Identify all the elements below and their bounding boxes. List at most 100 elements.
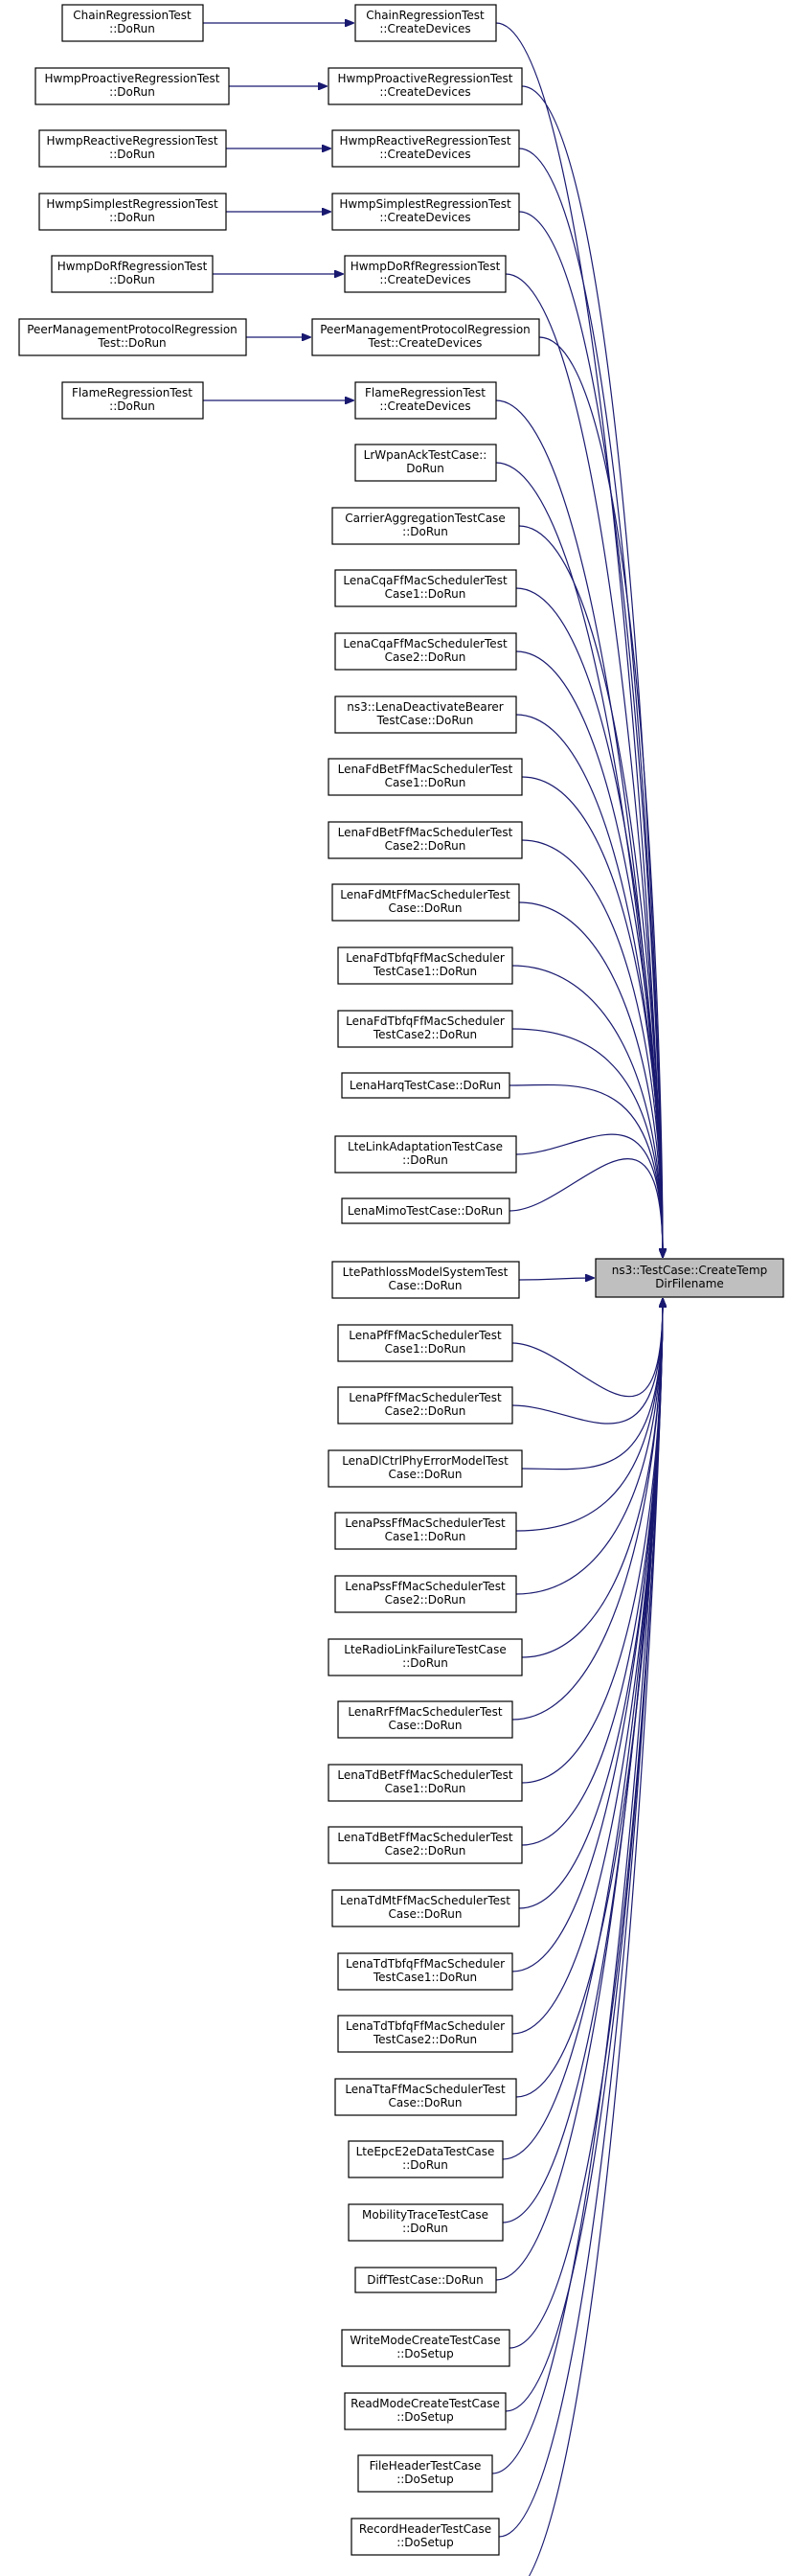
node-flame-dorun[interactable]: FlameRegressionTest::DoRun — [61, 381, 204, 420]
node-box — [357, 2454, 493, 2493]
node-label: WriteModeCreateTestCase — [350, 2334, 500, 2347]
node-box — [334, 1512, 517, 1550]
edge-tdbet1-to-target — [521, 1299, 663, 1784]
node-box — [337, 946, 513, 985]
node-box — [337, 1952, 513, 1991]
node-chain-dorun[interactable]: ChainRegressionTest::DoRun — [61, 4, 204, 42]
node-label: LenaPfFfMacSchedulerTest — [349, 1329, 502, 1342]
node-hwmp-dorf-createdevices[interactable]: HwmpDoRfRegressionTest::CreateDevices — [344, 255, 507, 293]
node-box — [328, 821, 523, 859]
node-flame-createdevices[interactable]: FlameRegressionTest::CreateDevices — [354, 381, 497, 420]
node-box — [38, 129, 227, 168]
edge-hwmp-simplest-createdevices-to-target — [518, 211, 663, 1257]
node-label: ::CreateDevices — [379, 85, 470, 99]
node-recordheader[interactable]: RecordHeaderTestCase::DoSetup — [351, 2518, 500, 2556]
node-label: LenaDlCtrlPhyErrorModelTest — [342, 1454, 509, 1468]
node-hwmp-proactive-dorun[interactable]: HwmpProactiveRegressionTest::DoRun — [34, 67, 230, 105]
node-peer-dorun[interactable]: PeerManagementProtocolRegressionTest::Do… — [18, 318, 247, 356]
node-writemode[interactable]: WriteModeCreateTestCase::DoSetup — [341, 2329, 510, 2367]
edge-pss1-to-target — [515, 1299, 663, 1532]
node-hwmp-simplest-createdevices[interactable]: HwmpSimplestRegressionTest::CreateDevice… — [331, 193, 520, 231]
node-label: ns3::LenaDeactivateBearer — [347, 700, 504, 714]
node-hwmp-reactive-createdevices[interactable]: HwmpReactiveRegressionTest::CreateDevice… — [331, 129, 520, 168]
node-hwmp-simplest-dorun[interactable]: HwmpSimplestRegressionTest::DoRun — [38, 193, 227, 231]
node-label: TestCase2::DoRun — [373, 2033, 477, 2046]
node-label: HwmpProactiveRegressionTest — [338, 72, 513, 85]
node-box — [348, 2203, 504, 2242]
node-mimo[interactable]: LenaMimoTestCase::DoRun — [341, 1197, 510, 1224]
node-box — [331, 193, 520, 231]
node-box — [334, 1575, 517, 1613]
node-label: LenaPssFfMacSchedulerTest — [345, 1516, 506, 1530]
node-label: Test::DoRun — [97, 336, 166, 350]
node-harq[interactable]: LenaHarqTestCase::DoRun — [341, 1072, 510, 1099]
node-label: ::DoSetup — [396, 2347, 454, 2360]
node-box — [337, 1010, 513, 1048]
node-label: ReadModeCreateTestCase — [351, 2397, 500, 2410]
node-label: LenaFdMtFfMacSchedulerTest — [340, 888, 510, 901]
node-box — [344, 255, 507, 293]
edge-chain-createdevices-to-target — [495, 22, 663, 1257]
edge-fdtbfq1-to-target — [511, 965, 663, 1257]
node-label: Case2::DoRun — [385, 650, 466, 664]
node-label: LenaFdTbfqFfMacScheduler — [346, 951, 505, 965]
node-hwmp-proactive-createdevices[interactable]: HwmpProactiveRegressionTest::CreateDevic… — [328, 67, 523, 105]
node-box — [61, 4, 204, 42]
node-label: LenaRrFfMacSchedulerTest — [348, 1705, 503, 1719]
edge-pf2-to-target — [511, 1299, 663, 1425]
node-rlf[interactable]: LteRadioLinkFailureTestCase::DoRun — [328, 1638, 523, 1676]
node-label: Case1::DoRun — [385, 1342, 466, 1356]
node-fileheader[interactable]: FileHeaderTestCase::DoSetup — [357, 2454, 493, 2493]
node-label: LenaTdTbfqFfMacScheduler — [346, 1957, 505, 1971]
node-chain-createdevices[interactable]: ChainRegressionTest::CreateDevices — [354, 4, 497, 42]
edge-hwmp-proactive-createdevices-to-target — [521, 85, 663, 1257]
node-box — [328, 1638, 523, 1676]
node-label: FileHeaderTestCase — [370, 2459, 482, 2473]
node-diff[interactable]: DiffTestCase::DoRun — [354, 2267, 497, 2293]
node-carrier[interactable]: CarrierAggregationTestCase::DoRun — [331, 507, 520, 545]
node-label: ::DoRun — [109, 273, 155, 286]
node-label: ns3::TestCase::CreateTemp — [612, 1264, 768, 1277]
node-lrwpan[interactable]: LrWpanAckTestCase::DoRun — [354, 444, 497, 482]
node-epce2e[interactable]: LteEpcE2eDataTestCase::DoRun — [348, 2140, 504, 2178]
node-box — [328, 67, 523, 105]
node-peer-createdevices[interactable]: PeerManagementProtocolRegressionTest::Cr… — [311, 318, 540, 356]
node-label: ::DoRun — [402, 1656, 448, 1670]
node-label: LenaTdBetFfMacSchedulerTest — [337, 1831, 513, 1844]
node-label: LenaTdTbfqFfMacScheduler — [346, 2019, 505, 2033]
node-label: HwmpDoRfRegressionTest — [57, 260, 208, 273]
node-readmode[interactable]: ReadModeCreateTestCase::DoSetup — [344, 2392, 507, 2430]
node-label: ::DoRun — [402, 1153, 448, 1167]
node-linkadapt[interactable]: LteLinkAdaptationTestCase::DoRun — [334, 1135, 517, 1174]
node-label: ::DoSetup — [396, 2473, 454, 2486]
node-label: ::DoRun — [402, 2222, 448, 2235]
node-box — [341, 2329, 510, 2367]
edge-cqa1-to-target — [515, 587, 663, 1257]
node-label: Case::DoRun — [388, 1468, 462, 1481]
node-hwmp-dorf-dorun[interactable]: HwmpDoRfRegressionTest::DoRun — [51, 255, 214, 293]
node-hwmp-reactive-dorun[interactable]: HwmpReactiveRegressionTest::DoRun — [38, 129, 227, 168]
node-mobtrace[interactable]: MobilityTraceTestCase::DoRun — [348, 2203, 504, 2242]
